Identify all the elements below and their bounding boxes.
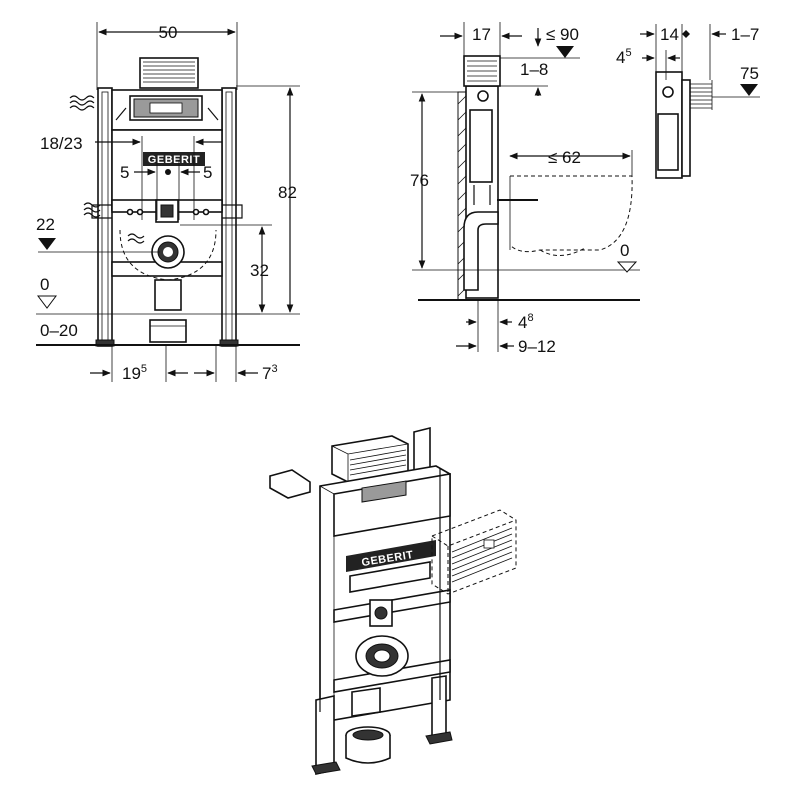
total-height-label: 82: [278, 183, 297, 202]
level-marker-filled: [38, 238, 56, 250]
bar-distance-label: 18/23: [40, 134, 83, 153]
front-floor-level-label: 0: [40, 275, 49, 294]
detail-thickness-label: 14: [660, 25, 679, 44]
side-floor-level-label: 0: [620, 241, 629, 260]
frame-outline: GEBERIT: [91, 87, 243, 347]
detail-range-label: 1–7: [731, 25, 759, 44]
water-connection-icon: [83, 202, 101, 218]
detail-view: 14 1–7 45 75: [616, 24, 760, 179]
actuator-box: [139, 57, 199, 89]
projection-marker: [556, 46, 574, 58]
detail-offset-label: 45: [616, 47, 632, 67]
wall-gap-label: 48: [518, 312, 534, 332]
wall-range-label: 9–12: [518, 337, 556, 356]
side-height-label: 76: [410, 171, 429, 190]
foot-offset-label: 195: [122, 363, 147, 383]
adjust-range-label: 1–8: [520, 60, 548, 79]
floor-range-label: 0–20: [40, 321, 78, 340]
depth-label: 17: [472, 25, 491, 44]
flush-icon: [127, 233, 145, 244]
flush-bend-height-label: 22: [36, 215, 55, 234]
bowl-projection-label: ≤ 62: [548, 148, 581, 167]
front-brand-label: GEBERIT: [148, 154, 200, 166]
drain-height-label: 32: [250, 261, 269, 280]
foot-width-label: 73: [262, 363, 278, 383]
front-view: 50 GEBERIT: [36, 22, 300, 383]
offset-left-label: 5: [120, 163, 129, 182]
width-label: 50: [159, 23, 178, 42]
level-marker-open: [37, 295, 57, 309]
offset-right-label: 5: [203, 163, 212, 182]
water-supply-icon: [69, 95, 95, 111]
max-projection-label: ≤ 90: [546, 25, 579, 44]
isometric-view: GEBERIT: [269, 426, 517, 775]
detail-level-label: 75: [740, 64, 759, 83]
side-view: 17 ≤ 90 1–8 76 ≤ 62 0 48 9–12: [410, 22, 640, 356]
